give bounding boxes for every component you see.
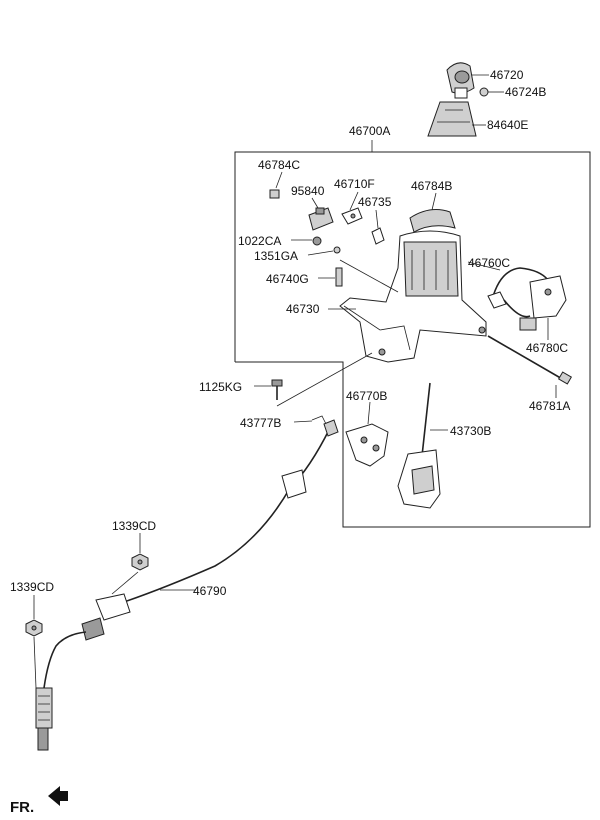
spring-46740G [335, 267, 343, 287]
label-1339CD-lower: 1339CD [10, 580, 54, 594]
knob-button [479, 87, 489, 97]
label-46720: 46720 [490, 68, 524, 82]
front-direction-arrow-icon [48, 786, 68, 806]
pin-46735 [371, 227, 385, 245]
cover-46784B [409, 209, 456, 233]
label-46730: 46730 [286, 302, 320, 316]
label-46781A: 46781A [529, 399, 570, 413]
shift-cable-46790 [35, 419, 339, 751]
label-46784C: 46784C [258, 158, 300, 172]
label-84640E: 84640E [487, 118, 528, 132]
label-46735: 46735 [358, 195, 392, 209]
nut-1339CD-lower [25, 619, 43, 637]
label-43730B: 43730B [450, 424, 491, 438]
wiring-harness-46760C [487, 267, 549, 318]
label-1125KG: 1125KG [199, 380, 242, 394]
bracket-46770B [345, 423, 389, 467]
label-46780C: 46780C [526, 341, 568, 355]
label-95840: 95840 [291, 184, 325, 198]
assembly-frame-upper [234, 151, 591, 528]
front-direction-label: FR. [10, 799, 34, 816]
label-1022CA: 1022CA [238, 234, 281, 248]
label-46724B: 46724B [505, 85, 546, 99]
bolt-1125KG [271, 379, 283, 400]
label-46770B: 46770B [346, 389, 387, 403]
clip-43777B [311, 415, 327, 425]
shift-lever-43730B [397, 382, 441, 509]
shift-lever-housing [339, 230, 487, 363]
bracket-46710F [341, 207, 363, 225]
label-46710F: 46710F [334, 177, 375, 191]
label-46740G: 46740G [266, 272, 309, 286]
label-46700A: 46700A [349, 124, 390, 138]
screw-1351GA [333, 246, 341, 254]
control-module-46780C [519, 275, 567, 331]
label-1339CD-upper: 1339CD [112, 519, 156, 533]
label-46760C: 46760C [468, 256, 510, 270]
shift-boot [427, 101, 477, 137]
nut-1022CA [312, 236, 322, 246]
clip-46784C [269, 189, 280, 199]
nut-1339CD-upper [131, 553, 149, 571]
label-43777B: 43777B [240, 416, 281, 430]
rod-46781A [487, 335, 573, 385]
label-46790: 46790 [193, 584, 227, 598]
shift-knob [446, 62, 475, 99]
label-46784B: 46784B [411, 179, 452, 193]
label-1351GA: 1351GA [254, 249, 298, 263]
switch-95840 [308, 207, 334, 231]
